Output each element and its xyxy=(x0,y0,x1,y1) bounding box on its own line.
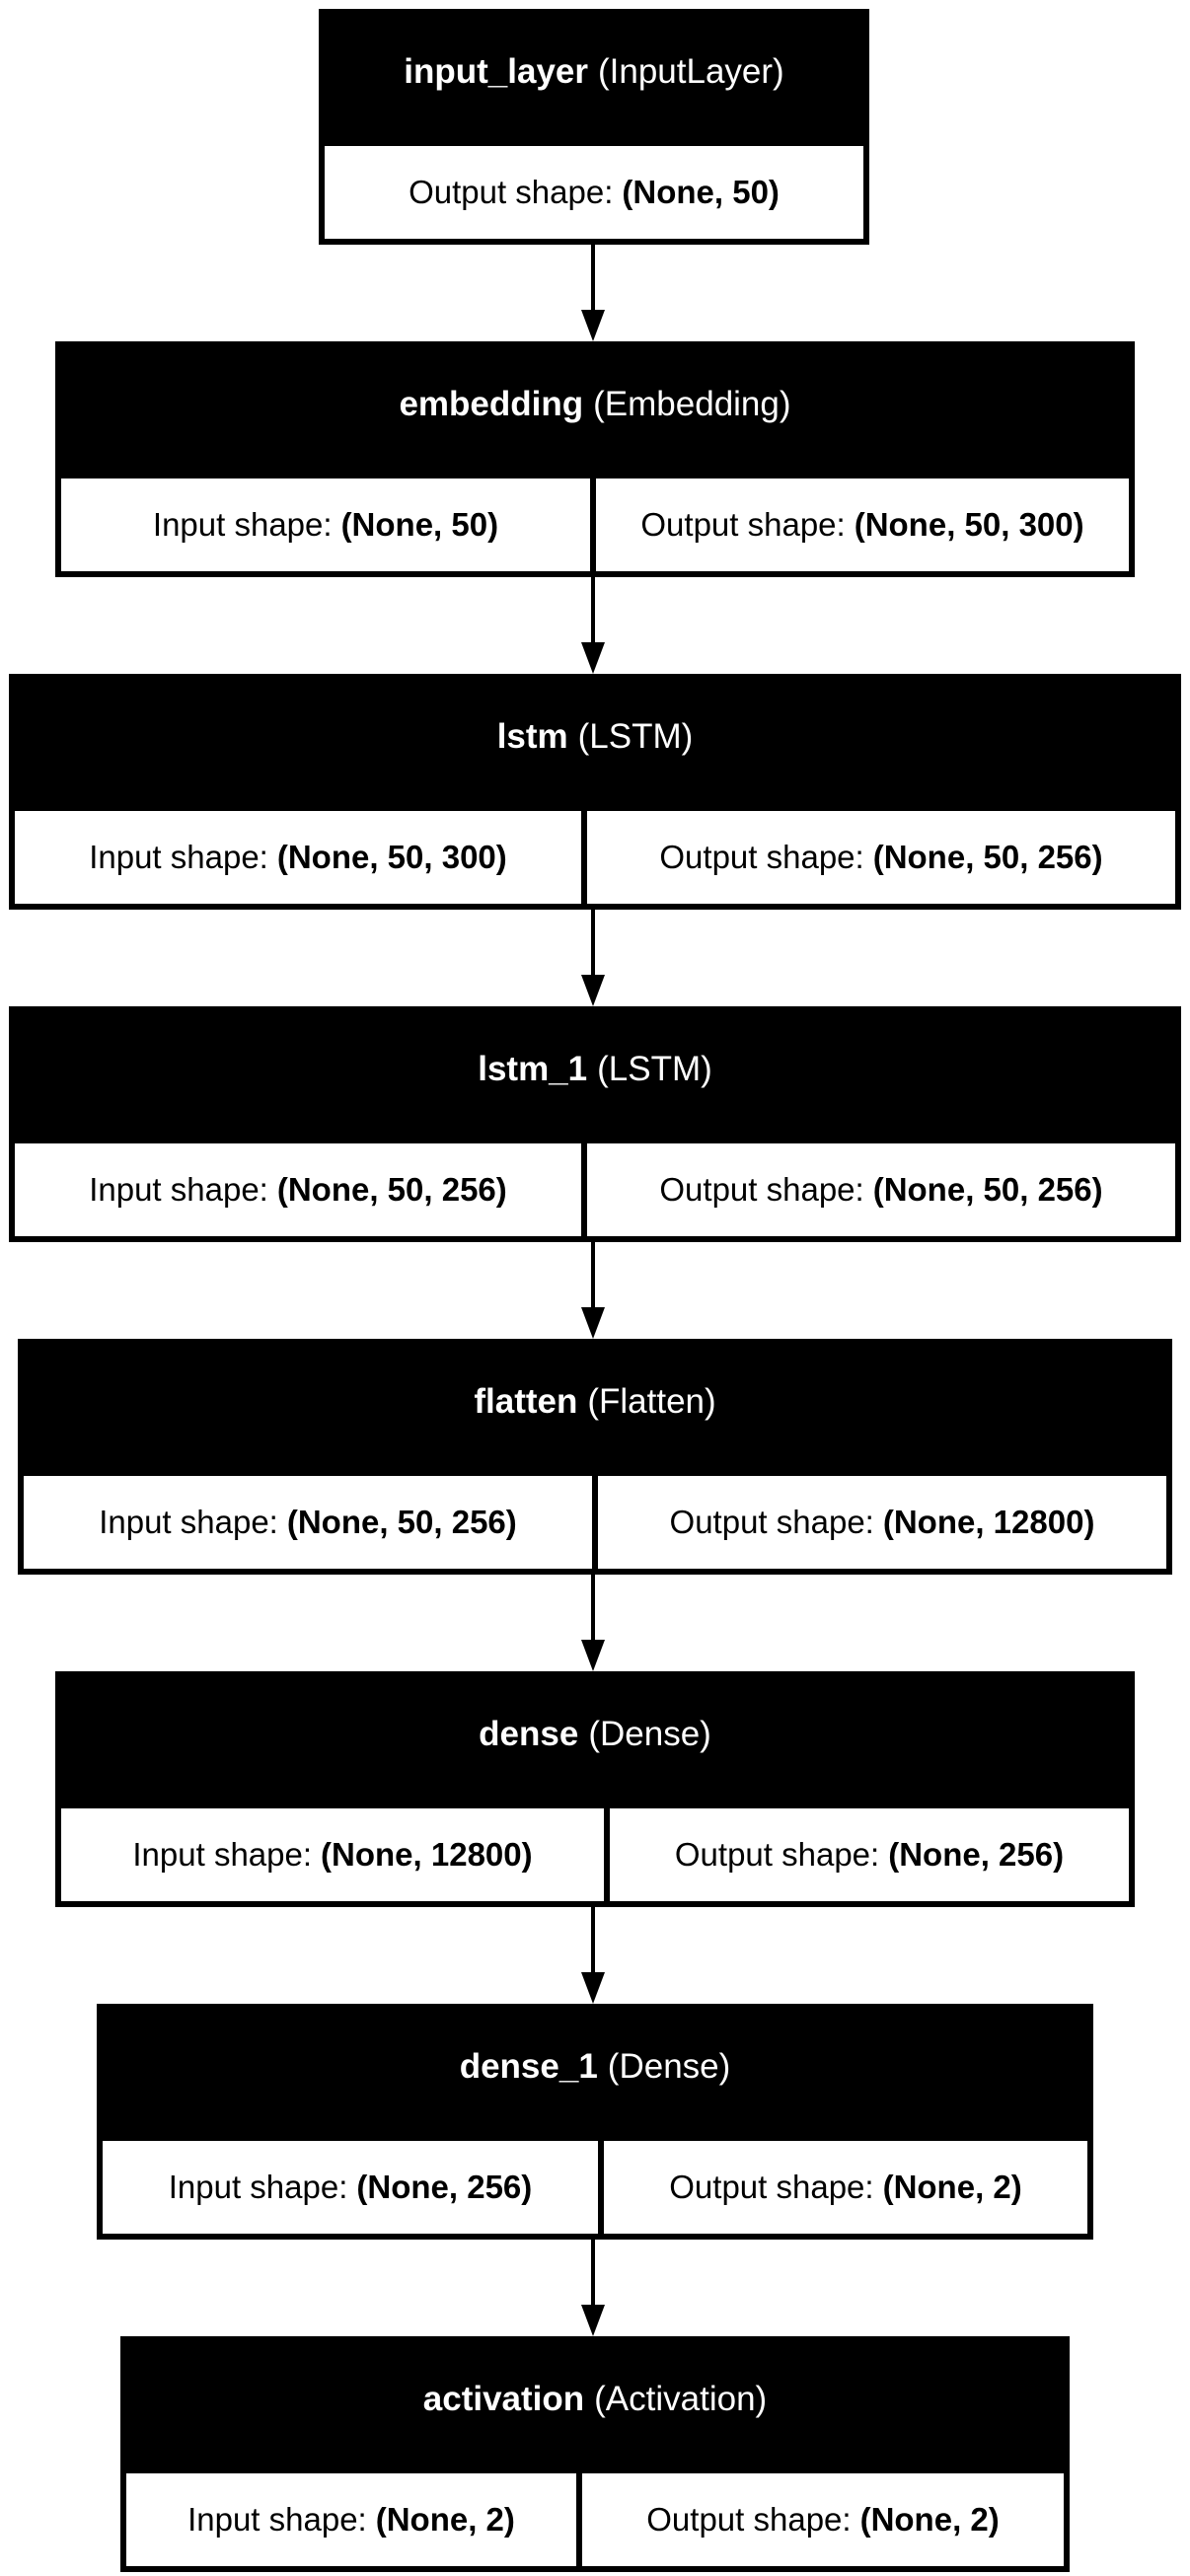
input-shape-cell-value: (None, 256) xyxy=(356,2169,533,2205)
output-shape-cell-label: Output shape: xyxy=(409,174,614,210)
output-shape-cell-value: (None, 50, 300) xyxy=(854,506,1084,543)
layer-type: (Dense) xyxy=(607,2046,731,2086)
layer-node-dense_1: dense_1(Dense)Input shape:(None, 256)Out… xyxy=(97,2004,1093,2240)
layer-node-input_layer: input_layer(InputLayer) Output shape:(Non… xyxy=(319,9,869,245)
layer-name: activation xyxy=(422,2379,585,2418)
arrowhead xyxy=(581,2305,605,2336)
input-shape-cell-label: Input shape: xyxy=(187,2501,367,2538)
output-shape-cell: Output shape:(None, 50, 256) xyxy=(587,1143,1175,1236)
input-shape-cell-value: (None, 50, 300) xyxy=(276,839,507,875)
edge-line xyxy=(591,2240,595,2307)
input-shape-cell: Input shape:(None, 2) xyxy=(126,2473,576,2566)
layer-header: lstm_1(LSTM) xyxy=(15,1012,1175,1126)
layer-name: flatten xyxy=(474,1381,578,1421)
layer-name: embedding xyxy=(399,384,584,423)
output-shape-cell-label: Output shape: xyxy=(669,2169,874,2205)
layer-node-embedding: embedding(Embedding)Input shape:(None, 5… xyxy=(55,341,1135,577)
output-shape-cell-value: (None, 2) xyxy=(882,2169,1022,2205)
input-shape-cell: Input shape:(None, 50, 300) xyxy=(15,811,581,904)
layer-type: (LSTM) xyxy=(597,1049,712,1088)
layer-type: (InputLayer) xyxy=(598,51,784,91)
layer-node-flatten: flatten(Flatten) Input shape:(None, 50, 2… xyxy=(18,1339,1172,1575)
layer-header: lstm(LSTM) xyxy=(15,680,1175,793)
layer-type: (Embedding) xyxy=(593,384,791,423)
layer-node-lstm_1: lstm_1(LSTM)Input shape:(None, 50, 256)O… xyxy=(9,1006,1181,1242)
edge-line xyxy=(591,1907,595,1974)
output-shape-cell-value: (None, 50) xyxy=(622,174,780,210)
output-shape-cell: Output shape:(None, 256) xyxy=(610,1808,1129,1901)
arrowhead xyxy=(581,1307,605,1339)
layer-type: (Activation) xyxy=(594,2379,768,2418)
input-shape-cell-value: (None, 12800) xyxy=(321,1836,533,1873)
layer-header: dense_1(Dense) xyxy=(103,2010,1087,2123)
output-shape-cell: Output shape:(None, 12800) xyxy=(598,1476,1166,1569)
input-shape-cell-value: (None, 50, 256) xyxy=(286,1504,517,1540)
input-shape-cell-label: Input shape: xyxy=(168,2169,348,2205)
edge-line xyxy=(591,1575,595,1642)
edge-line xyxy=(591,1242,595,1309)
edge-line xyxy=(591,910,595,977)
layer-type: (LSTM) xyxy=(577,716,694,756)
output-shape-cell-label: Output shape: xyxy=(674,1836,880,1873)
output-shape-cell-label: Output shape: xyxy=(640,506,846,543)
arrowhead xyxy=(581,1972,605,2004)
arrowhead xyxy=(581,1640,605,1671)
input-shape-cell: Input shape:(None, 50, 256) xyxy=(24,1476,592,1569)
arrowhead xyxy=(581,975,605,1006)
layer-node-dense: dense(Dense)Input shape:(None, 12800)Out… xyxy=(55,1671,1135,1907)
input-shape-cell-value: (None, 50, 256) xyxy=(276,1171,507,1208)
output-shape-cell-value: (None, 256) xyxy=(888,1836,1065,1873)
layer-name: dense_1 xyxy=(459,2046,598,2086)
output-shape-cell: Output shape:(None, 2) xyxy=(582,2473,1064,2566)
output-shape-cell: Output shape:(None, 50, 256) xyxy=(587,811,1175,904)
layer-name: lstm xyxy=(496,716,568,756)
layer-header: activation(Activation) xyxy=(126,2342,1064,2456)
edge-line xyxy=(591,577,595,644)
output-shape-cell-label: Output shape: xyxy=(659,839,864,875)
input-shape-cell: Input shape:(None, 50, 256) xyxy=(15,1143,581,1236)
output-shape-cell-label: Output shape: xyxy=(659,1171,864,1208)
input-shape-cell: Input shape:(None, 12800) xyxy=(61,1808,604,1901)
layer-header: input_layer(InputLayer) xyxy=(325,15,863,128)
layer-node-lstm: lstm(LSTM)Input shape:(None, 50, 300)Out… xyxy=(9,674,1181,910)
layer-name: dense xyxy=(479,1714,579,1753)
input-shape-cell-label: Input shape: xyxy=(152,506,333,543)
layer-header: dense(Dense) xyxy=(61,1677,1129,1791)
output-shape-cell-value: (None, 50, 256) xyxy=(872,839,1103,875)
input-shape-cell-label: Input shape: xyxy=(132,1836,313,1873)
edge-line xyxy=(591,245,595,312)
input-shape-cell-value: (None, 2) xyxy=(375,2501,515,2538)
input-shape-cell-label: Input shape: xyxy=(89,1171,268,1208)
input-shape-cell-label: Input shape: xyxy=(99,1504,278,1540)
input-shape-cell: Input shape:(None, 50) xyxy=(61,478,590,571)
output-shape-cell: Output shape:(None, 50, 300) xyxy=(596,478,1129,571)
output-shape-cell-value: (None, 50, 256) xyxy=(872,1171,1103,1208)
output-shape-cell-label: Output shape: xyxy=(669,1504,874,1540)
output-shape-cell-label: Output shape: xyxy=(646,2501,852,2538)
input-shape-cell-value: (None, 50) xyxy=(340,506,499,543)
input-shape-cell: Input shape:(None, 256) xyxy=(103,2141,598,2234)
output-shape-cell: Output shape:(None, 50) xyxy=(325,146,863,239)
input-shape-cell-label: Input shape: xyxy=(89,839,268,875)
output-shape-cell-value: (None, 12800) xyxy=(882,1504,1095,1540)
layer-header: embedding(Embedding) xyxy=(61,347,1129,461)
arrowhead xyxy=(581,642,605,674)
arrowhead xyxy=(581,310,605,341)
output-shape-cell: Output shape:(None, 2) xyxy=(604,2141,1087,2234)
layer-type: (Flatten) xyxy=(587,1381,716,1421)
layer-type: (Dense) xyxy=(588,1714,711,1753)
layer-node-activation: activation(Activation)Input shape:(None,… xyxy=(120,2336,1070,2572)
layer-header: flatten(Flatten) xyxy=(24,1345,1166,1458)
output-shape-cell-value: (None, 2) xyxy=(859,2501,1000,2538)
layer-name: input_layer xyxy=(404,51,588,91)
layer-name: lstm_1 xyxy=(478,1049,588,1088)
